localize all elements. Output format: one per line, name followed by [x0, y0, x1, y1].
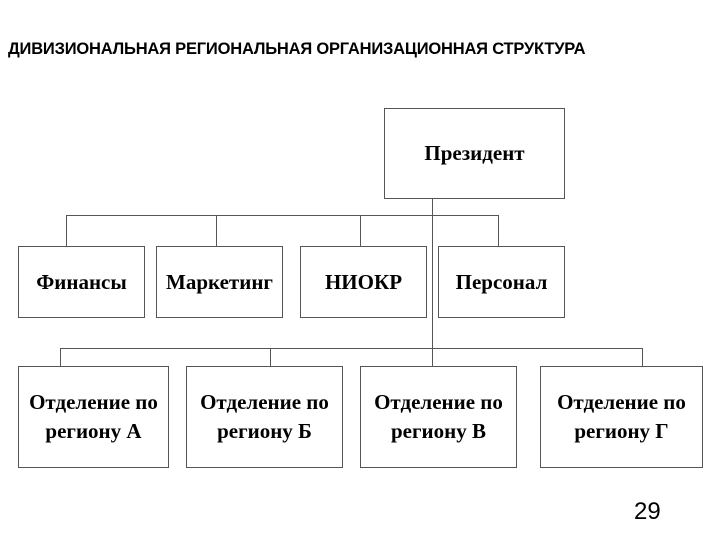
page-title: ДИВИЗИОНАЛЬНАЯ РЕГИОНАЛЬНАЯ ОРГАНИЗАЦИОН…	[8, 40, 586, 58]
marketing-box: Маркетинг	[156, 246, 283, 318]
division-a-label: Отделение по региону А	[29, 390, 158, 443]
personnel-box: Персонал	[438, 246, 565, 318]
division-b-box: Отделение по региону Б	[186, 366, 343, 468]
division-g-label: Отделение по региону Г	[557, 390, 686, 443]
finance-box: Финансы	[18, 246, 145, 318]
division-b-label: Отделение по региону Б	[200, 390, 329, 443]
page-number: 29	[634, 498, 661, 525]
president-label: Президент	[424, 141, 525, 165]
division-v-label: Отделение по региону В	[374, 390, 503, 443]
division-g-box: Отделение по региону Г	[540, 366, 703, 468]
rnd-box: НИОКР	[300, 246, 427, 318]
president-box: Президент	[384, 108, 565, 199]
personnel-label: Персонал	[455, 269, 548, 294]
division-a-box: Отделение по региону А	[18, 366, 169, 468]
marketing-label: Маркетинг	[166, 269, 273, 294]
division-v-box: Отделение по региону В	[360, 366, 517, 468]
rnd-label: НИОКР	[324, 269, 403, 294]
finance-label: Финансы	[36, 269, 127, 294]
